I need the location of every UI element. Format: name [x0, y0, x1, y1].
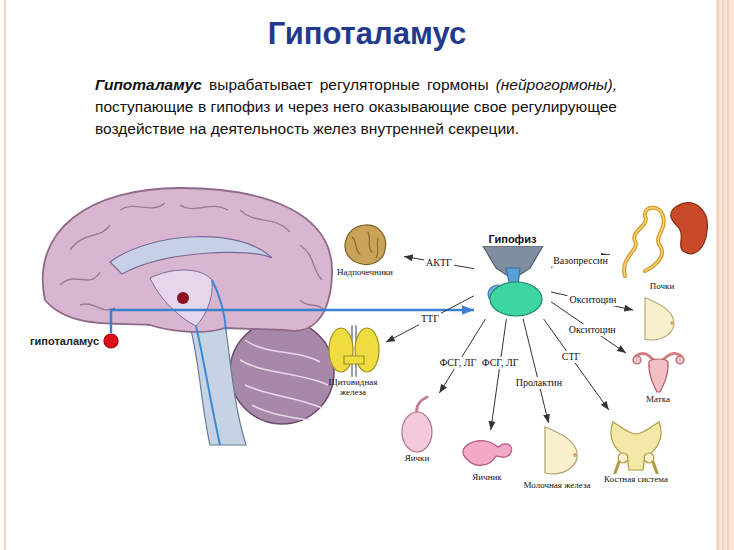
brain-spot [177, 292, 189, 304]
node-label: Почки [650, 281, 674, 291]
slide-title: Гипоталамус [0, 16, 734, 52]
organ-picture [340, 222, 390, 267]
node-label: Матка [646, 394, 670, 404]
picture-shape [104, 334, 118, 348]
cerebellum [230, 320, 334, 424]
brain [43, 188, 334, 445]
picture-shape [676, 356, 684, 364]
frame-line [4, 0, 6, 550]
hormone-arrow [404, 256, 474, 268]
hormone-label: ФСГ, ЛГ [437, 357, 478, 369]
picture-shape [402, 412, 432, 452]
picture-shape [355, 328, 379, 372]
organ-picture [397, 395, 437, 453]
node-label: гипоталамус [30, 335, 99, 347]
hormone-arrow [551, 255, 610, 268]
hormone-label: ФСГ, ЛГ [480, 357, 521, 369]
picture-shape [573, 453, 577, 457]
frame-line [723, 0, 724, 550]
picture-shape [344, 356, 364, 364]
thalamus [150, 270, 212, 326]
intro-paragraph: Гипоталамус вырабатывает регуляторные го… [95, 74, 617, 140]
organ-node: Яички [390, 395, 444, 463]
hormone-label: Пролактин [514, 377, 564, 389]
hormone-arrow [386, 296, 474, 342]
picture-shape [633, 356, 641, 364]
organ-picture [478, 246, 548, 318]
pituitary-node: Гипофиз [475, 233, 550, 318]
picture-shape [624, 208, 664, 276]
organ-node: Надпочечники [328, 222, 402, 277]
picture-shape [417, 397, 427, 413]
hormone-arrow [111, 310, 474, 333]
ventricle-line [196, 280, 226, 445]
paragraph-text: (нейрогормоны), [496, 76, 617, 93]
breast-outline [645, 298, 674, 340]
hormone-arrow [439, 319, 485, 393]
hormone-label: ТТГ [419, 313, 441, 325]
side-strip [716, 0, 734, 550]
hormone-arrow [523, 319, 548, 423]
picture-shape [624, 208, 664, 276]
organ-picture [535, 425, 580, 480]
corpus-callosum [110, 237, 272, 274]
hormone-arrow [491, 319, 507, 430]
breast-picture [645, 298, 674, 340]
picture-shape [670, 203, 707, 254]
node-label: Яички [405, 453, 430, 463]
hormone-label: Окситоцин [568, 294, 619, 306]
paragraph-text: поступающие в гипофиз и через него оказы… [95, 98, 617, 137]
hypothalamus-node: гипоталамус [30, 333, 119, 349]
organ-picture [615, 196, 710, 281]
paragraph-text: вырабатывает регуляторные гормоны [209, 76, 489, 93]
picture-shape [545, 427, 577, 474]
cerebellum-folds [240, 340, 328, 420]
picture-shape [329, 328, 353, 372]
paragraph-text: Гипоталамус [95, 76, 202, 93]
node-label: Гипофиз [489, 233, 537, 246]
picture-shape [615, 462, 657, 473]
organ-node: Щитовидная железа [322, 322, 384, 397]
node-label: Молочная железа [524, 480, 591, 490]
organ-node: Костная система [596, 412, 676, 484]
node-label: Яичник [472, 472, 501, 482]
leader-arrow [551, 292, 633, 310]
brainstem [188, 318, 246, 445]
organ-picture [326, 322, 381, 377]
node-label: Костная система [604, 474, 668, 484]
frame-line [718, 0, 719, 550]
organ-picture [460, 432, 515, 472]
hormone-label: Окситоцин [567, 324, 618, 336]
slide-frame [5, 0, 734, 550]
organ-node: Яичник [457, 432, 517, 482]
picture-shape [648, 359, 667, 392]
organ-picture [631, 346, 686, 394]
picture-shape [345, 225, 386, 265]
picture-shape [490, 282, 542, 316]
organ-node: Матка [628, 346, 688, 404]
organ-node: Почки [612, 196, 712, 291]
hormone-label: АКТГ [424, 257, 454, 269]
organ-picture [103, 333, 119, 349]
hormone-label: СТГ [560, 351, 583, 363]
node-label: Надпочечники [337, 267, 393, 277]
picture-shape [463, 441, 512, 466]
organ-node: Молочная железа [520, 425, 594, 490]
nipple [670, 321, 674, 325]
node-label: Щитовидная железа [322, 377, 384, 397]
organ-picture [605, 412, 667, 474]
hormone-label: Вазопрессин [551, 255, 610, 267]
picture-shape [352, 232, 378, 258]
frame-line [728, 0, 729, 550]
